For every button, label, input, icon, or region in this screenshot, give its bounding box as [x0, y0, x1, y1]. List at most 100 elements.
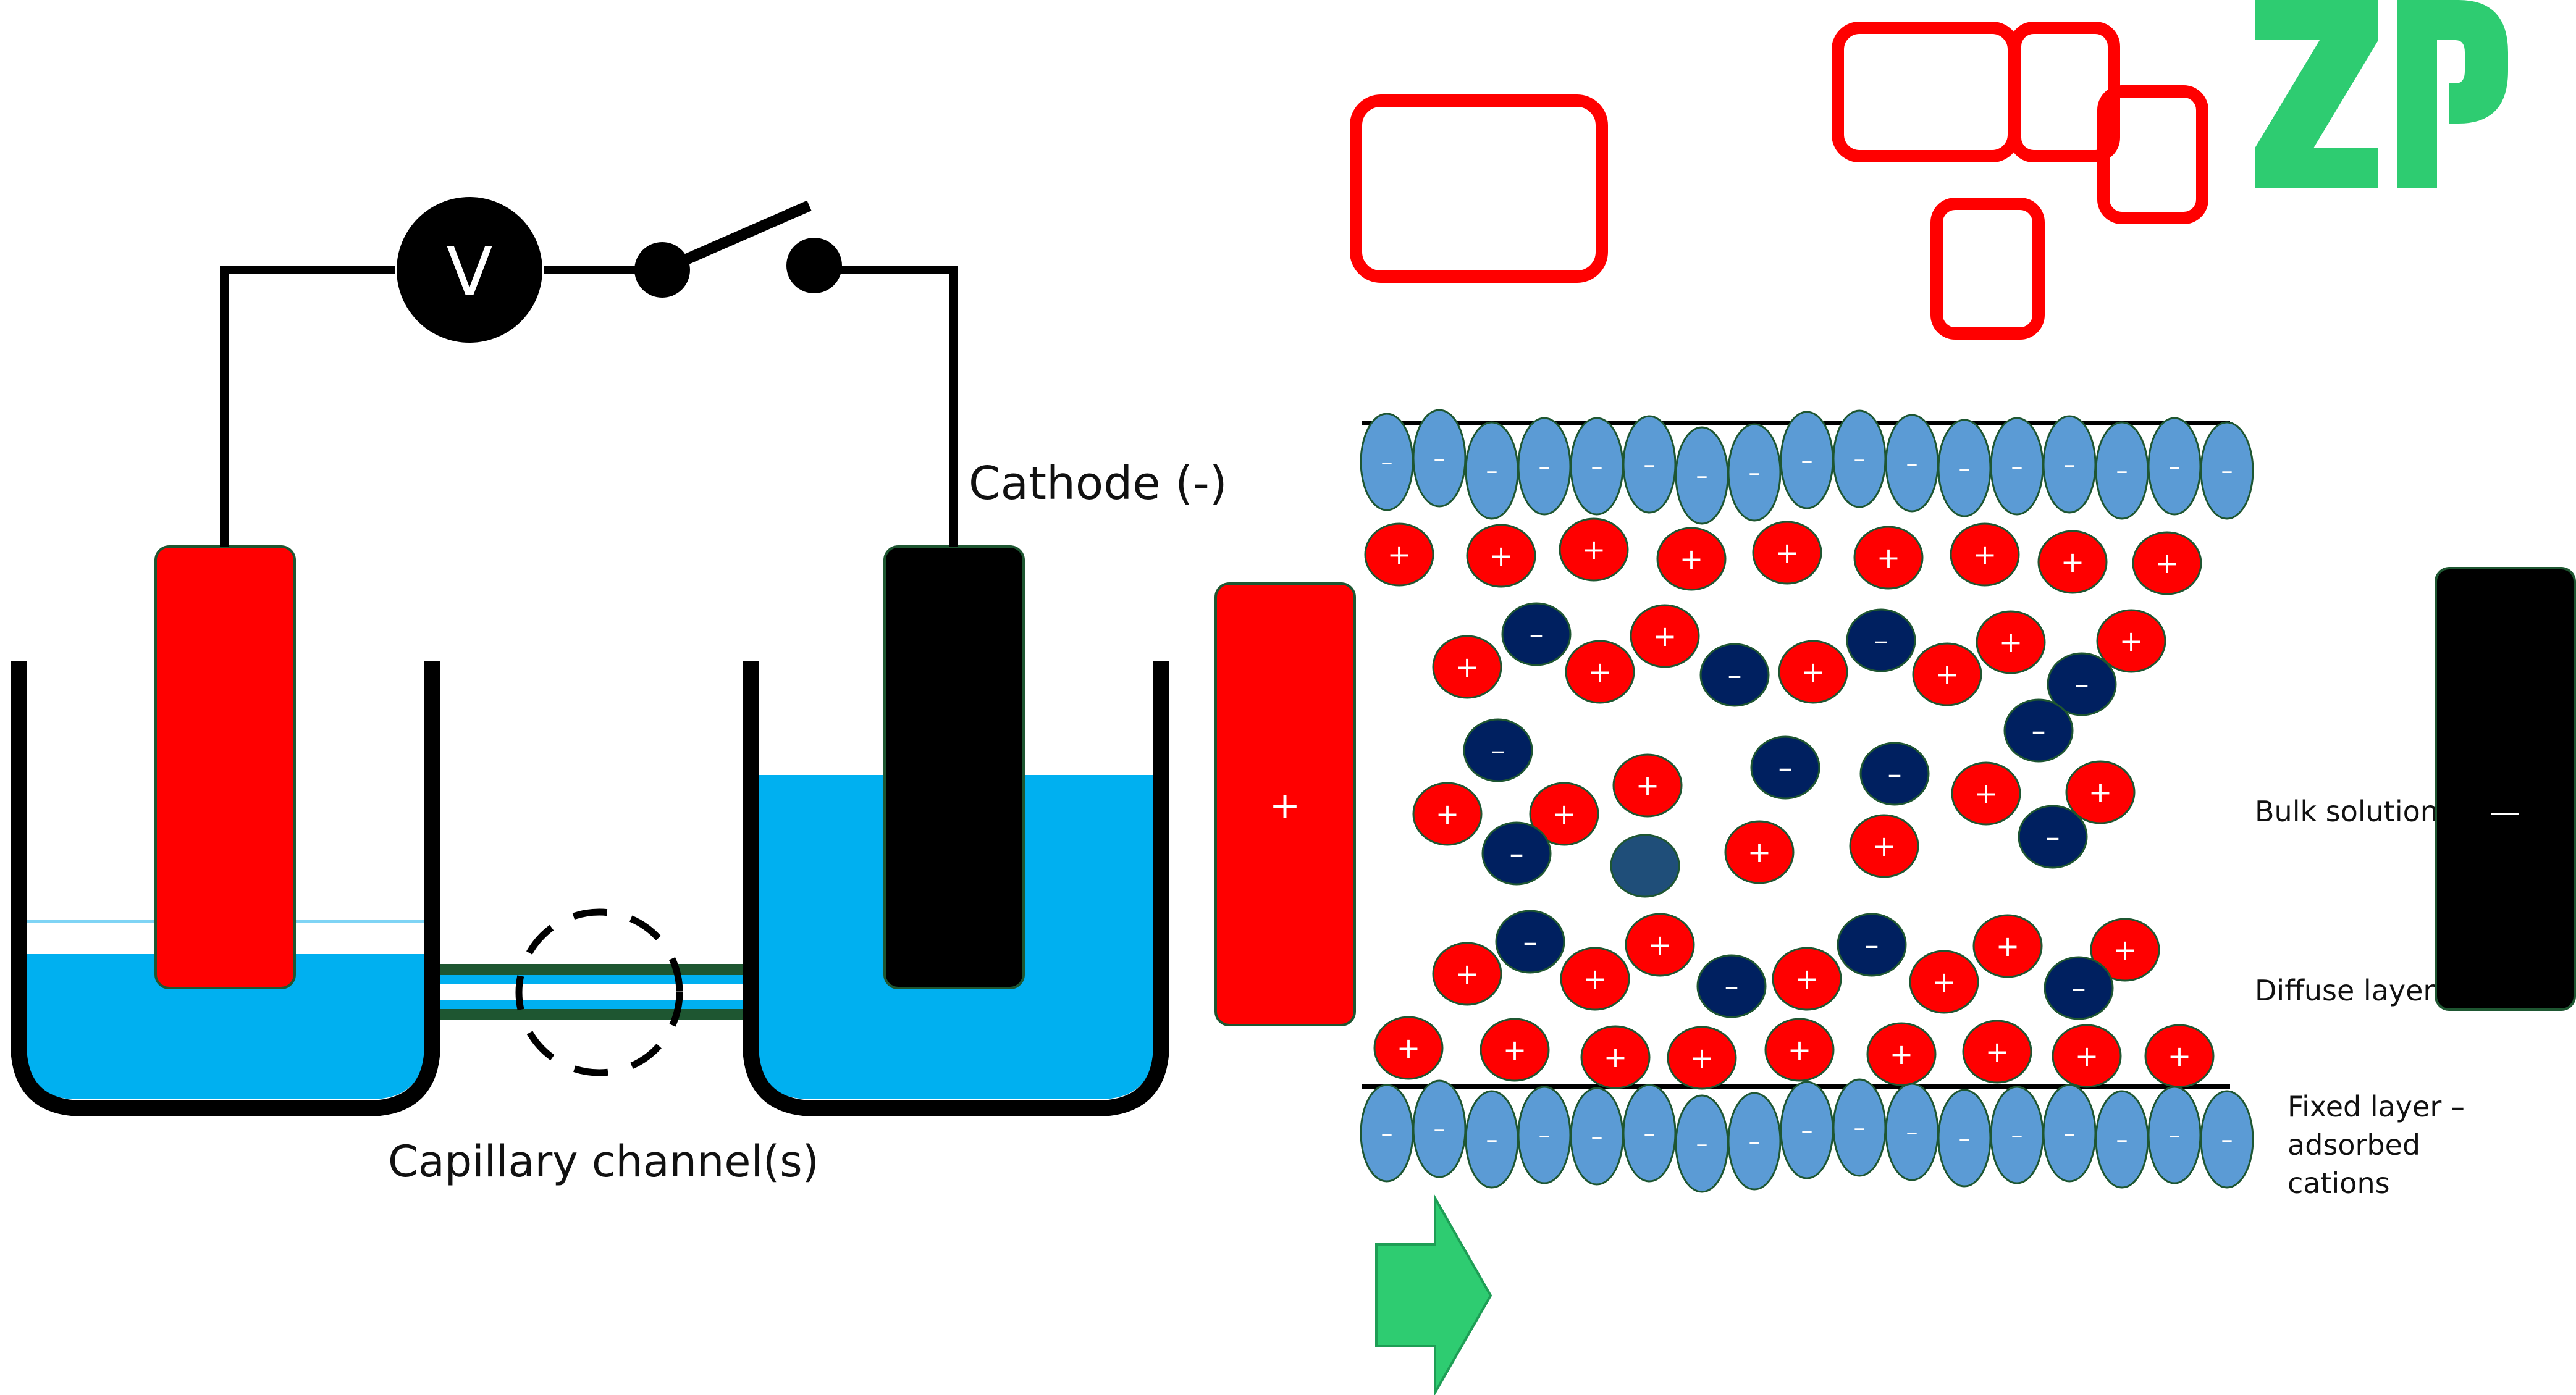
ion-sign: –	[2169, 1121, 2181, 1149]
cation	[2065, 760, 2136, 824]
ion-sign: +	[2061, 545, 2085, 579]
cation	[1972, 914, 2043, 978]
capillary-label: Capillary channel(s)	[388, 1136, 819, 1187]
ion-sign: –	[1696, 462, 1708, 489]
ion-sign: –	[1434, 1115, 1446, 1142]
ion-sign: –	[1530, 618, 1544, 651]
ion-sign: –	[1959, 1125, 1971, 1152]
cation	[2132, 531, 2202, 595]
ion-sign: +	[1387, 538, 1412, 571]
ion-sign: –	[1591, 1123, 1603, 1150]
cation	[1466, 524, 1536, 588]
ion-layer: ––––––––––––––––––––––––––––––––––++++++…	[1360, 409, 2254, 1193]
ion-sign: –	[2221, 1126, 2233, 1153]
ion-sign: –	[2221, 457, 2233, 484]
electrochemical-cell: V Cathode (-) Capillary channel(s)	[11, 197, 1227, 1187]
switch-icon	[634, 200, 842, 298]
anion	[1846, 608, 1916, 672]
ion-sign: +	[1775, 536, 1799, 569]
cathode-plate	[2435, 567, 2576, 1011]
circuit-wire-right	[814, 266, 958, 547]
ion-sign: –	[1696, 1130, 1708, 1157]
ion-sign: –	[1906, 450, 1918, 477]
ion-sign: –	[1888, 757, 1902, 790]
fixed-wall-anion	[1727, 1092, 1782, 1191]
cation	[1529, 782, 1599, 846]
fixed-layer-label-line1: Fixed layer –	[2288, 1090, 2465, 1123]
bulk-solution-label: Bulk solution	[2255, 795, 2438, 828]
decor-box	[1930, 198, 2045, 340]
ion-sign: +	[1436, 797, 1460, 831]
ion-sign: –	[2075, 668, 2089, 701]
flow-arrow-icon	[1375, 1193, 1492, 1395]
cation	[1625, 913, 1695, 977]
ion-sign: +	[1648, 928, 1672, 961]
cation	[1580, 1025, 1651, 1089]
ion-sign: –	[1725, 970, 1739, 1003]
ion-sign: +	[1552, 797, 1576, 831]
cation	[1849, 814, 1919, 878]
capillary-zoom: ––––––––––––––––––––––––––––––––––++++++…	[1214, 409, 2576, 1395]
ion-sign: +	[1604, 1041, 1628, 1074]
cation	[1364, 522, 1434, 587]
ion-sign: –	[1728, 658, 1742, 692]
cation	[1612, 753, 1683, 818]
decorative-boxes	[1350, 22, 2208, 340]
cation	[1667, 1026, 1737, 1090]
ion-sign: +	[1996, 929, 2020, 963]
ion-sign: –	[1749, 1128, 1761, 1155]
cation	[1764, 1018, 1835, 1082]
decor-box	[1350, 94, 1608, 283]
ion-sign: +	[1788, 1033, 1812, 1066]
anion	[1481, 821, 1552, 886]
cathode-label: Cathode (-)	[969, 457, 1227, 510]
cation	[1866, 1022, 1937, 1086]
ion-sign: –	[2011, 1121, 2023, 1149]
capillary-focus-circle	[515, 908, 683, 1076]
anion	[2018, 805, 2088, 869]
anode-plate	[1214, 582, 1356, 1026]
ion-sign: –	[1865, 928, 1879, 961]
ion-sign: –	[1523, 925, 1538, 958]
ion-sign: –	[2011, 453, 2023, 480]
ion-sign: –	[1486, 457, 1498, 484]
ion-sign: –	[1801, 1116, 1813, 1144]
cation	[1560, 947, 1630, 1011]
anion	[1463, 718, 1533, 782]
cation	[2090, 918, 2160, 982]
zp-logo-icon	[2255, 0, 2508, 188]
cation	[1432, 942, 1502, 1006]
ion-sign: –	[1906, 1118, 1918, 1146]
ion-sign: –	[1644, 1120, 1656, 1147]
left-beaker	[11, 661, 440, 1116]
ion-sign: +	[1583, 962, 1607, 995]
fixed-wall-anion	[1412, 409, 1467, 508]
cation	[2144, 1024, 2215, 1088]
cation	[1772, 947, 1842, 1011]
cathode-electrode	[883, 545, 1025, 989]
anode-electrode	[154, 545, 296, 989]
ion-sign: +	[1653, 619, 1677, 653]
cation	[1559, 517, 1629, 582]
anion	[1699, 643, 1770, 707]
ion-sign: –	[1510, 837, 1524, 870]
cation	[1656, 527, 1727, 591]
ion-sign: +	[1890, 1037, 1914, 1071]
cation	[1909, 950, 1979, 1014]
circuit-wire	[220, 266, 395, 547]
cation	[1480, 1018, 1550, 1082]
ion-sign: +	[1397, 1031, 1421, 1065]
ion-sign: –	[1749, 459, 1761, 486]
cation	[1412, 782, 1483, 846]
cation	[2037, 530, 2108, 594]
cation	[1778, 640, 1848, 704]
voltmeter-label: V	[446, 232, 492, 311]
anion	[2003, 698, 2074, 763]
ion-sign: +	[1636, 769, 1660, 802]
left-beaker-water	[22, 954, 426, 1099]
fixed-wall-anion	[1622, 415, 1677, 514]
ion-sign: +	[1582, 533, 1606, 566]
fixed-wall-anion	[1622, 1084, 1677, 1183]
ion-sign: +	[1795, 962, 1819, 995]
fixed-wall-anion	[2200, 1090, 2254, 1189]
